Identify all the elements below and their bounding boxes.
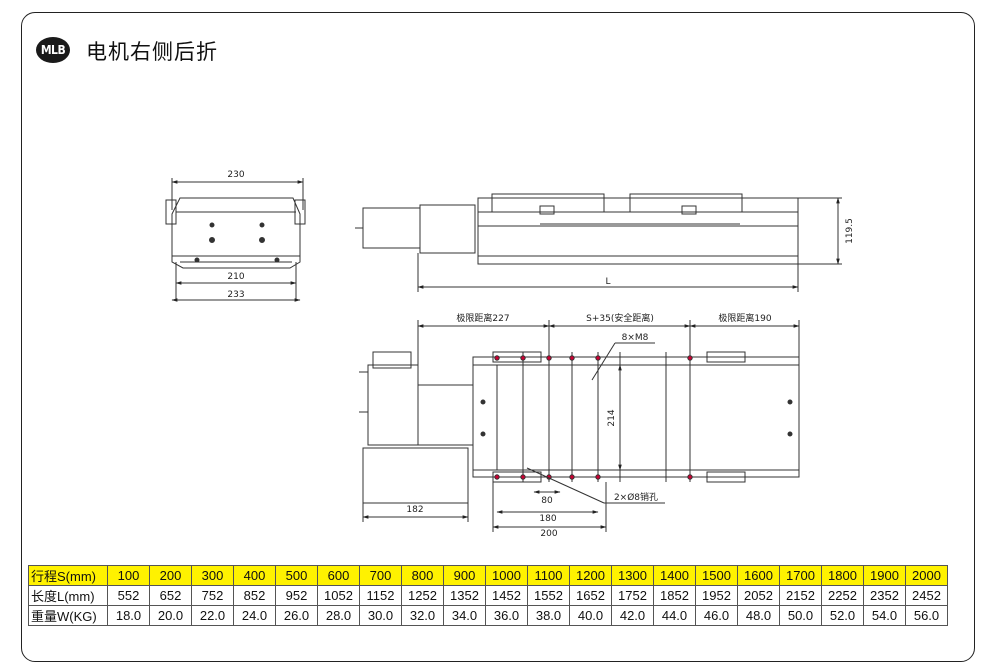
table-cell: 1852 [653, 585, 696, 606]
side-view [355, 193, 842, 292]
table-cell: 1200 [569, 565, 612, 586]
table-cell: 652 [149, 585, 192, 606]
table-cell: 2000 [905, 565, 948, 586]
dim-182: 182 [406, 505, 423, 515]
front-view [165, 178, 306, 302]
dim-height: 119.5 [845, 218, 855, 244]
table-cell: 30.0 [359, 605, 402, 626]
plan-view [359, 320, 800, 532]
dim-plan-width: 214 [607, 409, 617, 426]
table-cell: 22.0 [191, 605, 234, 626]
table-cell: 500 [275, 565, 318, 586]
row-header: 行程S(mm) [28, 565, 108, 586]
table-cell: 1952 [695, 585, 738, 606]
row-header: 重量W(KG) [28, 605, 108, 626]
table-cell: 1152 [359, 585, 402, 606]
table-cell: 44.0 [653, 605, 696, 626]
table-cell: 36.0 [485, 605, 528, 626]
dim-limit-right: 极限距离190 [718, 312, 771, 324]
table-cell: 1400 [653, 565, 696, 586]
table-cell: 1600 [737, 565, 780, 586]
table-cell: 600 [317, 565, 360, 586]
table-cell: 50.0 [779, 605, 822, 626]
dim-pin-holes: 2×Ø8销孔 [614, 491, 658, 503]
dim-screw-holes: 8×M8 [622, 333, 649, 343]
table-cell: 48.0 [737, 605, 780, 626]
table-cell: 700 [359, 565, 402, 586]
dim-safe-distance: S+35(安全距离) [586, 312, 654, 324]
table-cell: 400 [233, 565, 276, 586]
table-cell: 46.0 [695, 605, 738, 626]
table-cell: 32.0 [401, 605, 444, 626]
table-cell: 1500 [695, 565, 738, 586]
table-cell: 1800 [821, 565, 864, 586]
table-cell: 900 [443, 565, 486, 586]
dim-233: 233 [227, 290, 244, 300]
model-badge: MLB [36, 37, 70, 63]
dim-230: 230 [227, 170, 244, 180]
table-cell: 952 [275, 585, 318, 606]
table-cell: 200 [149, 565, 192, 586]
table-cell: 552 [107, 585, 150, 606]
dim-80: 80 [541, 496, 553, 506]
table-cell: 38.0 [527, 605, 570, 626]
table-cell: 800 [401, 565, 444, 586]
table-cell: 100 [107, 565, 150, 586]
page-frame [21, 12, 975, 662]
table-cell: 18.0 [107, 605, 150, 626]
dim-limit-left: 极限距离227 [456, 312, 509, 324]
table-cell: 1752 [611, 585, 654, 606]
dim-210: 210 [227, 272, 244, 282]
table-cell: 1052 [317, 585, 360, 606]
table-cell: 752 [191, 585, 234, 606]
table-cell: 54.0 [863, 605, 906, 626]
table-cell: 2052 [737, 585, 780, 606]
table-cell: 1552 [527, 585, 570, 606]
table-cell: 2252 [821, 585, 864, 606]
table-cell: 24.0 [233, 605, 276, 626]
table-cell: 852 [233, 585, 276, 606]
row-header: 长度L(mm) [28, 585, 108, 606]
table-cell: 1252 [401, 585, 444, 606]
table-cell: 1900 [863, 565, 906, 586]
table-cell: 42.0 [611, 605, 654, 626]
page-title: 电机右侧后折 [86, 40, 218, 64]
table-cell: 1000 [485, 565, 528, 586]
table-cell: 20.0 [149, 605, 192, 626]
table-cell: 56.0 [905, 605, 948, 626]
table-cell: 2352 [863, 585, 906, 606]
table-cell: 1100 [527, 565, 570, 586]
table-cell: 26.0 [275, 605, 318, 626]
table-cell: 2452 [905, 585, 948, 606]
table-cell: 1300 [611, 565, 654, 586]
table-cell: 52.0 [821, 605, 864, 626]
table-cell: 300 [191, 565, 234, 586]
dim-200: 200 [540, 529, 557, 539]
table-cell: 1700 [779, 565, 822, 586]
table-cell: 1452 [485, 585, 528, 606]
dim-length-L: L [605, 277, 610, 287]
table-cell: 40.0 [569, 605, 612, 626]
table-cell: 28.0 [317, 605, 360, 626]
table-cell: 1352 [443, 585, 486, 606]
table-cell: 2152 [779, 585, 822, 606]
table-cell: 34.0 [443, 605, 486, 626]
table-cell: 1652 [569, 585, 612, 606]
dim-180: 180 [539, 514, 556, 524]
